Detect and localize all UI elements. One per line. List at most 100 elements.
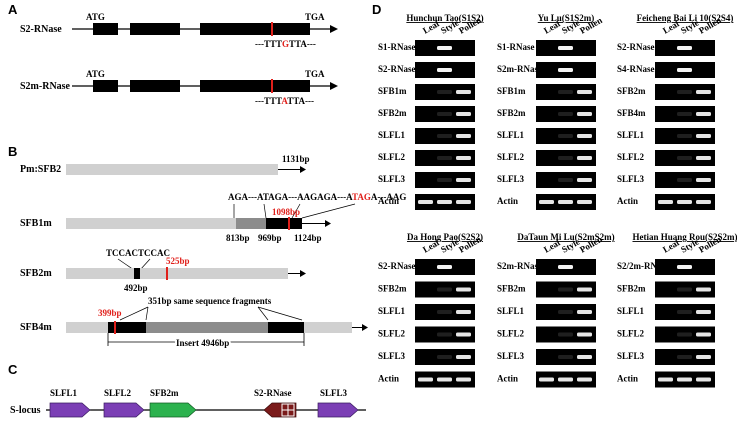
gel-band xyxy=(558,265,573,269)
gel-row-label: SLFL3 xyxy=(378,351,406,361)
gel-row-label: SLFL1 xyxy=(378,306,406,316)
gel-band xyxy=(437,310,452,314)
sfb4m-red-position: 399bp xyxy=(98,308,122,318)
gel-strip xyxy=(536,84,596,100)
s2m-stop-codon: TGA xyxy=(305,69,325,79)
gel-band xyxy=(577,134,592,138)
gel-4: DaTaun Mi Lu(S2mS2m)LeafStylePollenS2m-R… xyxy=(497,232,615,388)
gel-band xyxy=(677,377,692,382)
gel-band xyxy=(437,265,452,269)
gel-strip xyxy=(415,349,475,365)
gel-band xyxy=(577,178,592,182)
gel-band xyxy=(677,355,692,359)
gel-row-label: SFB2m xyxy=(497,108,526,118)
gel-band xyxy=(577,200,592,204)
gel-band xyxy=(558,310,573,314)
gel-strip xyxy=(536,172,596,188)
gel-5: Hetian Huang Rou(S2S2m)LeafStylePollenS2… xyxy=(617,232,737,388)
gel-band xyxy=(418,377,433,382)
gel-strip xyxy=(655,128,715,144)
gel-band xyxy=(437,377,452,382)
s-locus-map: S-locus SLFL1 SLFL2 SFB2m S2-RNase SLFL3 xyxy=(10,388,366,418)
sfb2m-label: SFB2m xyxy=(20,268,52,279)
gel-row-label: SLFL1 xyxy=(497,306,525,316)
gel-band xyxy=(456,332,471,337)
gel-band xyxy=(558,90,573,94)
gel-band xyxy=(456,310,471,314)
gel-band xyxy=(677,265,692,269)
gel-strip xyxy=(415,326,475,343)
gel-row-label: S2-RNase xyxy=(378,261,416,271)
gel-band xyxy=(677,178,692,182)
gel-band xyxy=(539,377,554,382)
s-locus-label: S-locus xyxy=(10,405,41,416)
gel-strip xyxy=(536,304,596,320)
s2m-rnase-label: S2m-RNase xyxy=(20,81,71,92)
sfb2m-sequence: TCCACTCCAC xyxy=(106,248,170,258)
gel-strip xyxy=(536,281,596,298)
gel-band xyxy=(558,46,573,50)
gel-row-label: SLFL1 xyxy=(497,130,525,140)
gel-strip xyxy=(415,150,475,166)
gel-band xyxy=(539,200,554,204)
gel-band xyxy=(437,90,452,94)
gel-band xyxy=(558,287,573,292)
sfb1m-pos-969: 969bp xyxy=(258,233,282,243)
gel-row-label: S2m-RNase xyxy=(497,261,542,271)
gel-band xyxy=(696,287,711,292)
gel-row-label: SLFL3 xyxy=(497,351,525,361)
gel-row-label: SLFL2 xyxy=(497,152,525,162)
gel-row-label: S4-RNase xyxy=(617,64,655,74)
pm-sfb2-length: 1131bp xyxy=(282,154,310,164)
gel-band xyxy=(677,332,692,337)
gel-band xyxy=(437,46,452,50)
gel-band xyxy=(558,156,573,160)
gel-band xyxy=(558,68,573,72)
gel-panels: Hunchun Tao(S1S2)LeafStylePollenS1-RNase… xyxy=(378,13,737,388)
gel-band xyxy=(456,90,471,94)
gene-label-sfb2m: SFB2m xyxy=(150,388,179,398)
gel-row-label: SFB2m xyxy=(497,284,526,294)
gel-title: DaTaun Mi Lu(S2mS2m) xyxy=(517,232,614,242)
gel-2: Feicheng Bai Li 10(S2S4)LeafStylePollenS… xyxy=(617,13,733,210)
gel-row-label: Actin xyxy=(378,374,399,384)
gel-band xyxy=(437,156,452,160)
gel-band xyxy=(437,68,452,72)
gel-band xyxy=(696,355,711,359)
gel-band xyxy=(658,200,673,204)
gel-band xyxy=(558,178,573,182)
gel-band xyxy=(577,112,592,116)
gene-label-slfl2: SLFL2 xyxy=(104,388,132,398)
gel-strip xyxy=(415,106,475,122)
gel-row-label: SLFL2 xyxy=(617,329,645,339)
sfb4m-insert-label: Insert 4946bp xyxy=(176,338,229,348)
sfb1m-sequence: AGA---ATAGA---AAGAGA---ATAGA---AAG xyxy=(228,192,406,202)
gel-row-label: SLFL3 xyxy=(617,351,645,361)
gel-row-label: SLFL2 xyxy=(378,152,406,162)
gel-band xyxy=(677,310,692,314)
gel-band xyxy=(456,355,471,359)
gel-row-label: Actin xyxy=(497,196,518,206)
sfb4m-label: SFB4m xyxy=(20,322,52,333)
gel-strip xyxy=(655,172,715,188)
gel-band xyxy=(558,134,573,138)
gel-strip xyxy=(536,106,596,122)
gel-title: Yu Lu(S1S2m) xyxy=(538,13,594,23)
gel-band xyxy=(677,46,692,50)
gel-row-label: SFB1m xyxy=(497,86,526,96)
gel-band xyxy=(456,178,471,182)
sfb1m-label: SFB1m xyxy=(20,218,52,229)
panel-label-c: C xyxy=(8,362,18,377)
gel-band xyxy=(696,156,711,160)
gel-band xyxy=(456,377,471,382)
gel-band xyxy=(437,112,452,116)
gel-band xyxy=(558,332,573,337)
gel-band xyxy=(558,200,573,204)
gel-strip xyxy=(415,281,475,298)
gel-row-label: Actin xyxy=(617,374,638,384)
gel-band xyxy=(577,287,592,292)
panel-label-b: B xyxy=(8,144,17,159)
gel-row-label: S2-RNase xyxy=(378,64,416,74)
s2-rnase-label: S2-RNase xyxy=(20,24,62,35)
gel-row-label: SLFL1 xyxy=(617,130,645,140)
